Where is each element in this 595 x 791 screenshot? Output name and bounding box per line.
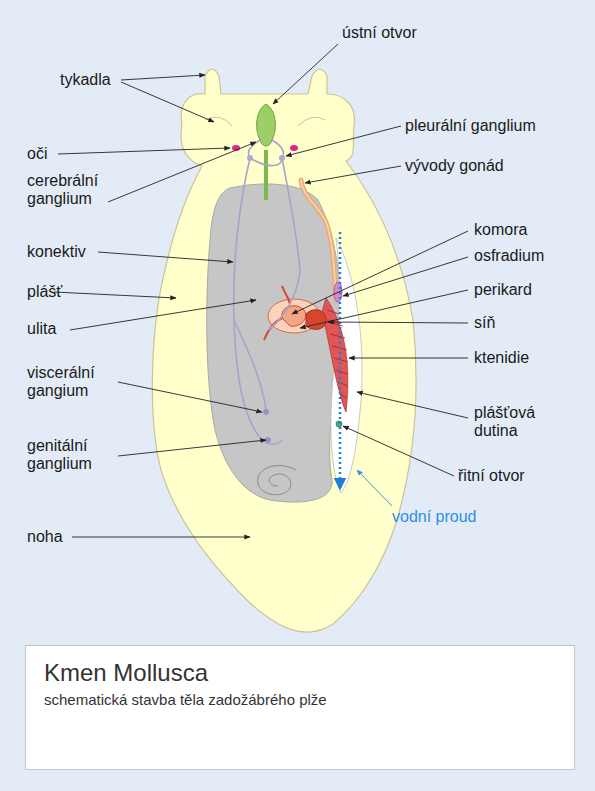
leader-line [70, 300, 256, 330]
atrium [306, 310, 326, 330]
part-label: pleurální ganglium [405, 117, 536, 135]
leader-line [305, 166, 401, 183]
leader-line [343, 257, 468, 296]
part-label: viscerální gangium [27, 364, 119, 400]
part-label: plášť [27, 283, 62, 301]
part-label: ktenidie [474, 349, 529, 367]
part-label: konektiv [27, 243, 86, 261]
leader-line [54, 292, 176, 298]
part-label: osfradium [474, 247, 544, 265]
leader-line [98, 252, 233, 262]
part-label: tykadla [60, 71, 111, 89]
leader-line [300, 290, 468, 328]
gonad-duct-inner [301, 180, 336, 300]
visceral-ganglion [263, 409, 269, 415]
body-outline [152, 69, 416, 632]
leader-line [343, 426, 454, 476]
part-label: perikard [474, 281, 532, 299]
leader-line [72, 537, 250, 538]
box-caption: schematická stavba těla zadožábrého plže [26, 690, 574, 719]
part-label: oči [27, 145, 47, 163]
leader-line [118, 440, 266, 456]
part-label: plášťová dutina [474, 404, 566, 440]
part-label: cerebrální ganglium [27, 172, 119, 208]
leader-line [121, 82, 214, 122]
eye [290, 145, 298, 151]
part-label: genitální ganglium [27, 437, 119, 473]
part-label: ústní otvor [342, 24, 417, 42]
box-heading: Kmen Mollusca [26, 646, 574, 690]
part-label: vývody gonád [405, 157, 504, 175]
leader-line [121, 75, 205, 80]
caption-box: Kmen Molluscaschematická stavba těla zad… [25, 645, 575, 770]
part-label: ulita [27, 320, 56, 338]
leader-line [273, 44, 338, 104]
part-label: noha [27, 528, 63, 546]
part-label: řitní otvor [458, 467, 525, 485]
leader-line [357, 392, 468, 418]
pleural-ganglion [247, 155, 253, 161]
shell [207, 184, 342, 502]
water-current [339, 232, 342, 488]
ctenidium-lamellae [327, 310, 348, 398]
leader-line [58, 148, 230, 154]
pleural-ganglion [279, 155, 285, 161]
leader-line [108, 142, 256, 202]
part-label: vodní proud [392, 508, 477, 526]
leader-line [292, 231, 468, 314]
shell-spiral [258, 466, 296, 495]
part-label: síň [474, 314, 495, 332]
ctenidium [322, 298, 348, 412]
oesophagus [264, 150, 268, 200]
vessels [264, 286, 334, 340]
leader-line [328, 322, 468, 323]
nerve-cords [234, 140, 300, 444]
part-label: komora [474, 221, 527, 239]
gonad-duct [301, 180, 336, 300]
leader-line [349, 358, 468, 359]
leader-line [118, 382, 262, 412]
leader-line [286, 126, 401, 156]
water-current-pointer [357, 470, 392, 506]
